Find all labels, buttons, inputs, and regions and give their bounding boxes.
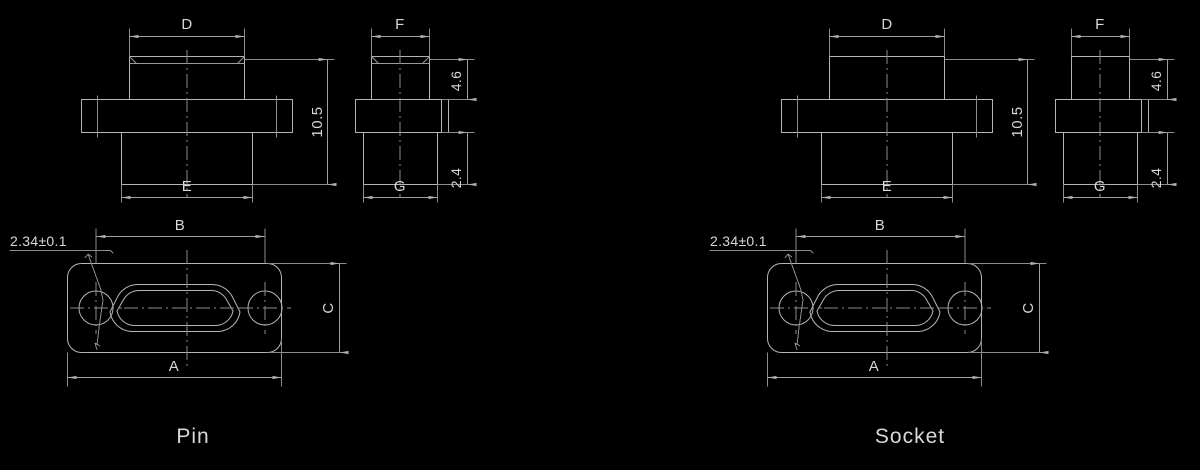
- dim-label-B-pin-front: B: [175, 217, 186, 234]
- dim-label-10_5-socket: 10.5: [1009, 106, 1026, 137]
- socket-front-view: 2.34±0.1 B A C: [709, 217, 1049, 387]
- dim-label-4_6-socket: 4.6: [1148, 71, 1164, 91]
- dim-label-A-pin-front: A: [169, 358, 180, 375]
- dim-label-D-socket-top: D: [881, 16, 892, 33]
- dim-label-hole-tolerance-socket: 2.34±0.1: [710, 233, 767, 249]
- dim-label-E-pin-top: E: [182, 178, 193, 195]
- dim-label-D-pin-top: D: [181, 16, 192, 33]
- socket-assembly-group: D E 10.5 F G: [709, 16, 1177, 448]
- dim-label-F-pin-side: F: [395, 16, 405, 33]
- dim-label-E-socket-top: E: [882, 178, 893, 195]
- dim-label-2_4-socket: 2.4: [1148, 168, 1164, 188]
- dim-label-hole-tolerance-pin: 2.34±0.1: [10, 233, 67, 249]
- dim-label-A-socket-front: A: [869, 358, 880, 375]
- dim-label-4_6-pin: 4.6: [448, 71, 464, 91]
- socket-caption: Socket: [875, 425, 945, 448]
- dim-label-G-socket-side: G: [1094, 178, 1106, 195]
- dim-label-C-pin-front: C: [320, 302, 337, 313]
- dim-label-10_5-pin: 10.5: [309, 106, 326, 137]
- socket-top-view: D E 10.5: [781, 16, 1037, 203]
- pin-side-view: F G 4.6 2.4: [355, 16, 477, 203]
- dim-label-B-socket-front: B: [875, 217, 886, 234]
- pin-caption: Pin: [176, 425, 209, 448]
- socket-side-view: F G 4.6 2.4: [1055, 16, 1177, 203]
- dim-label-G-pin-side: G: [394, 178, 406, 195]
- dim-label-F-socket-side: F: [1095, 16, 1105, 33]
- dim-label-2_4-pin: 2.4: [448, 168, 464, 188]
- dim-label-C-socket-front: C: [1020, 302, 1037, 313]
- pin-assembly-group: D E 10.5: [9, 16, 477, 448]
- pin-front-view: 2.34±0.1 B A C: [9, 217, 349, 387]
- pin-top-view: D E 10.5: [81, 16, 337, 203]
